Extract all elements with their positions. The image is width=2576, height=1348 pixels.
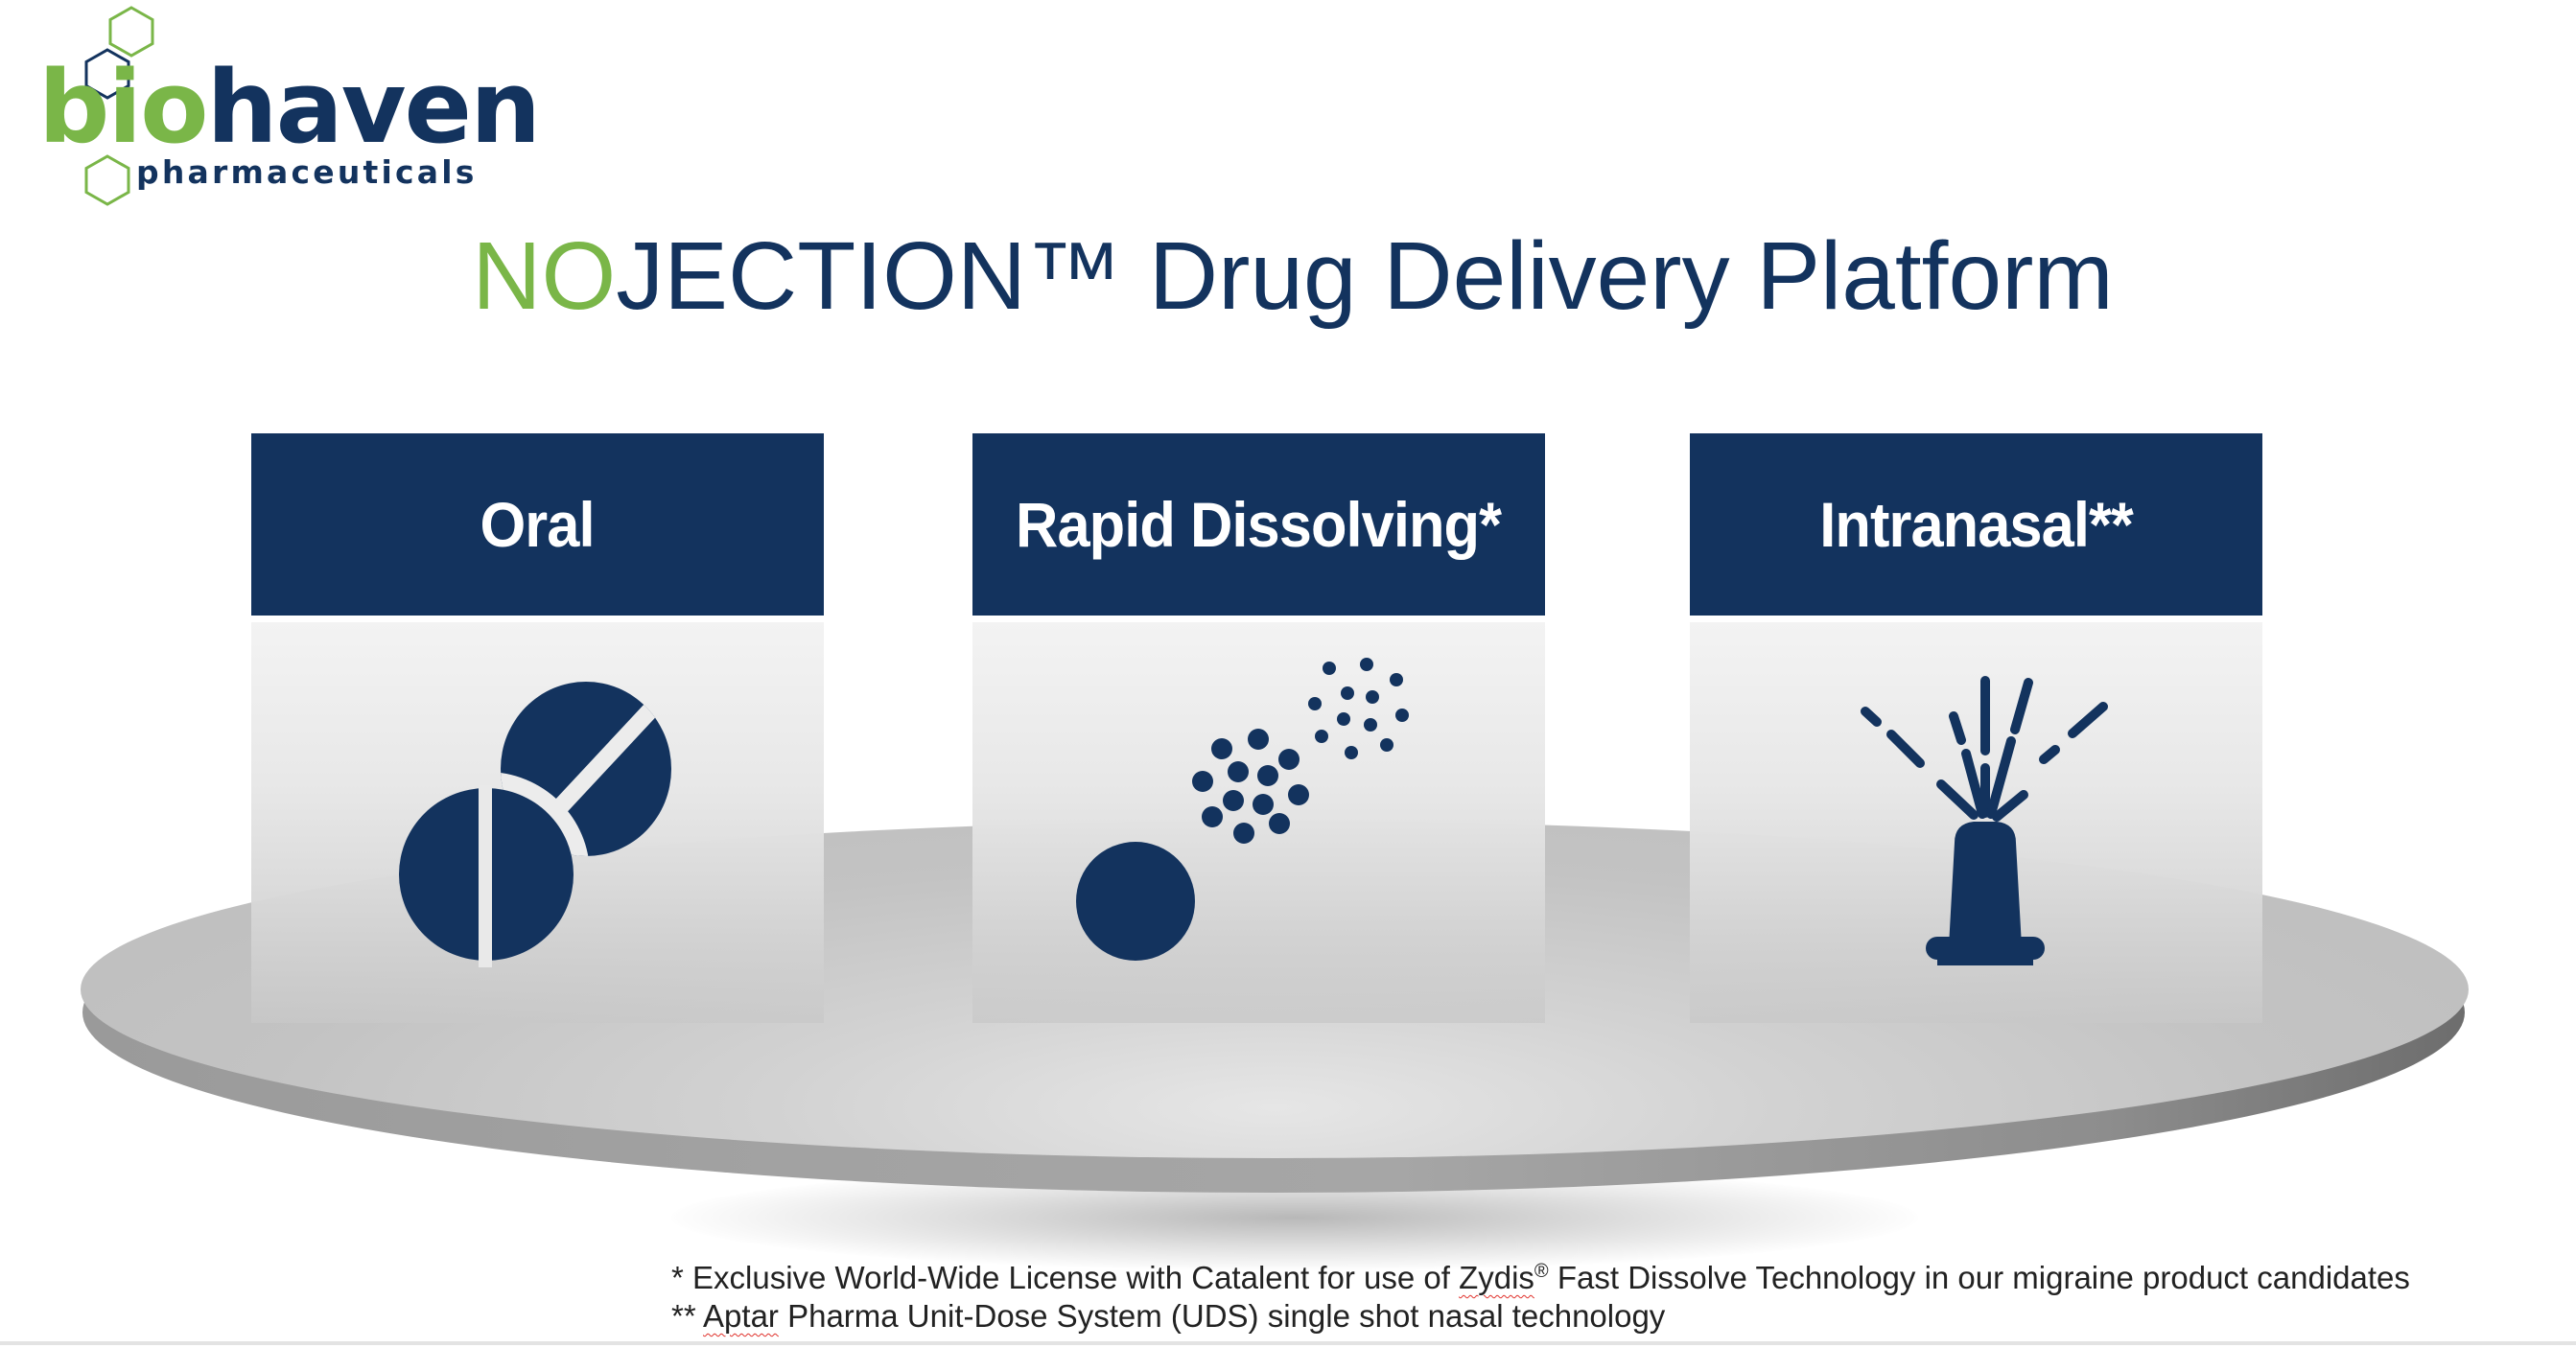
card-body — [251, 622, 824, 1023]
logo-subtitle: pharmaceuticals — [136, 153, 478, 191]
card-title: Oral — [480, 489, 596, 560]
card-oral: Oral — [251, 433, 824, 1023]
footnotes: * Exclusive World-Wide License with Cata… — [671, 1259, 2410, 1336]
company-logo: biohaven pharmaceuticals — [0, 0, 541, 211]
card-title: Rapid Dissolving* — [1016, 489, 1502, 560]
footnote-text: ** — [671, 1298, 704, 1334]
title-rest: JECTION™ Drug Delivery Platform — [616, 222, 2114, 330]
pill-tablets-icon — [399, 682, 671, 967]
footnote-brand-aptar: Aptar — [703, 1298, 779, 1334]
card-header: Rapid Dissolving* — [972, 433, 1545, 616]
logo-bio: bio — [38, 49, 209, 166]
footnote-intranasal: ** Aptar Pharma Unit-Dose System (UDS) s… — [671, 1297, 2410, 1336]
footnote-rapid-dissolving: * Exclusive World-Wide License with Cata… — [671, 1259, 2410, 1297]
footnote-text: Pharma Unit-Dose System (UDS) single sho… — [778, 1298, 1666, 1334]
title-accent: NO — [472, 222, 617, 330]
hexagon-molecule-icon — [84, 6, 154, 206]
footnote-text: Fast Dissolve Technology in our migraine… — [1548, 1260, 2410, 1295]
card-rapid-dissolving: Rapid Dissolving* — [972, 433, 1545, 1023]
nasal-spray-icon — [1861, 676, 2108, 965]
dissolving-particles-icon — [1076, 658, 1409, 961]
slide-bottom-divider — [0, 1341, 2576, 1345]
registered-mark: ® — [1534, 1261, 1549, 1282]
logo-wordmark: biohaven — [38, 58, 541, 157]
card-title: Intranasal** — [1819, 489, 2134, 560]
logo-haven: haven — [206, 49, 542, 166]
card-intranasal: Intranasal** — [1690, 433, 2262, 1023]
card-body — [972, 622, 1545, 1023]
footnote-brand-zydis: Zydis — [1459, 1260, 1534, 1295]
footnote-text: * Exclusive World-Wide License with Cata… — [671, 1260, 1460, 1295]
card-header: Oral — [251, 433, 824, 616]
page-title: NOJECTION™ Drug Delivery Platform — [0, 228, 2576, 324]
card-body — [1690, 622, 2262, 1023]
card-header: Intranasal** — [1690, 433, 2262, 616]
